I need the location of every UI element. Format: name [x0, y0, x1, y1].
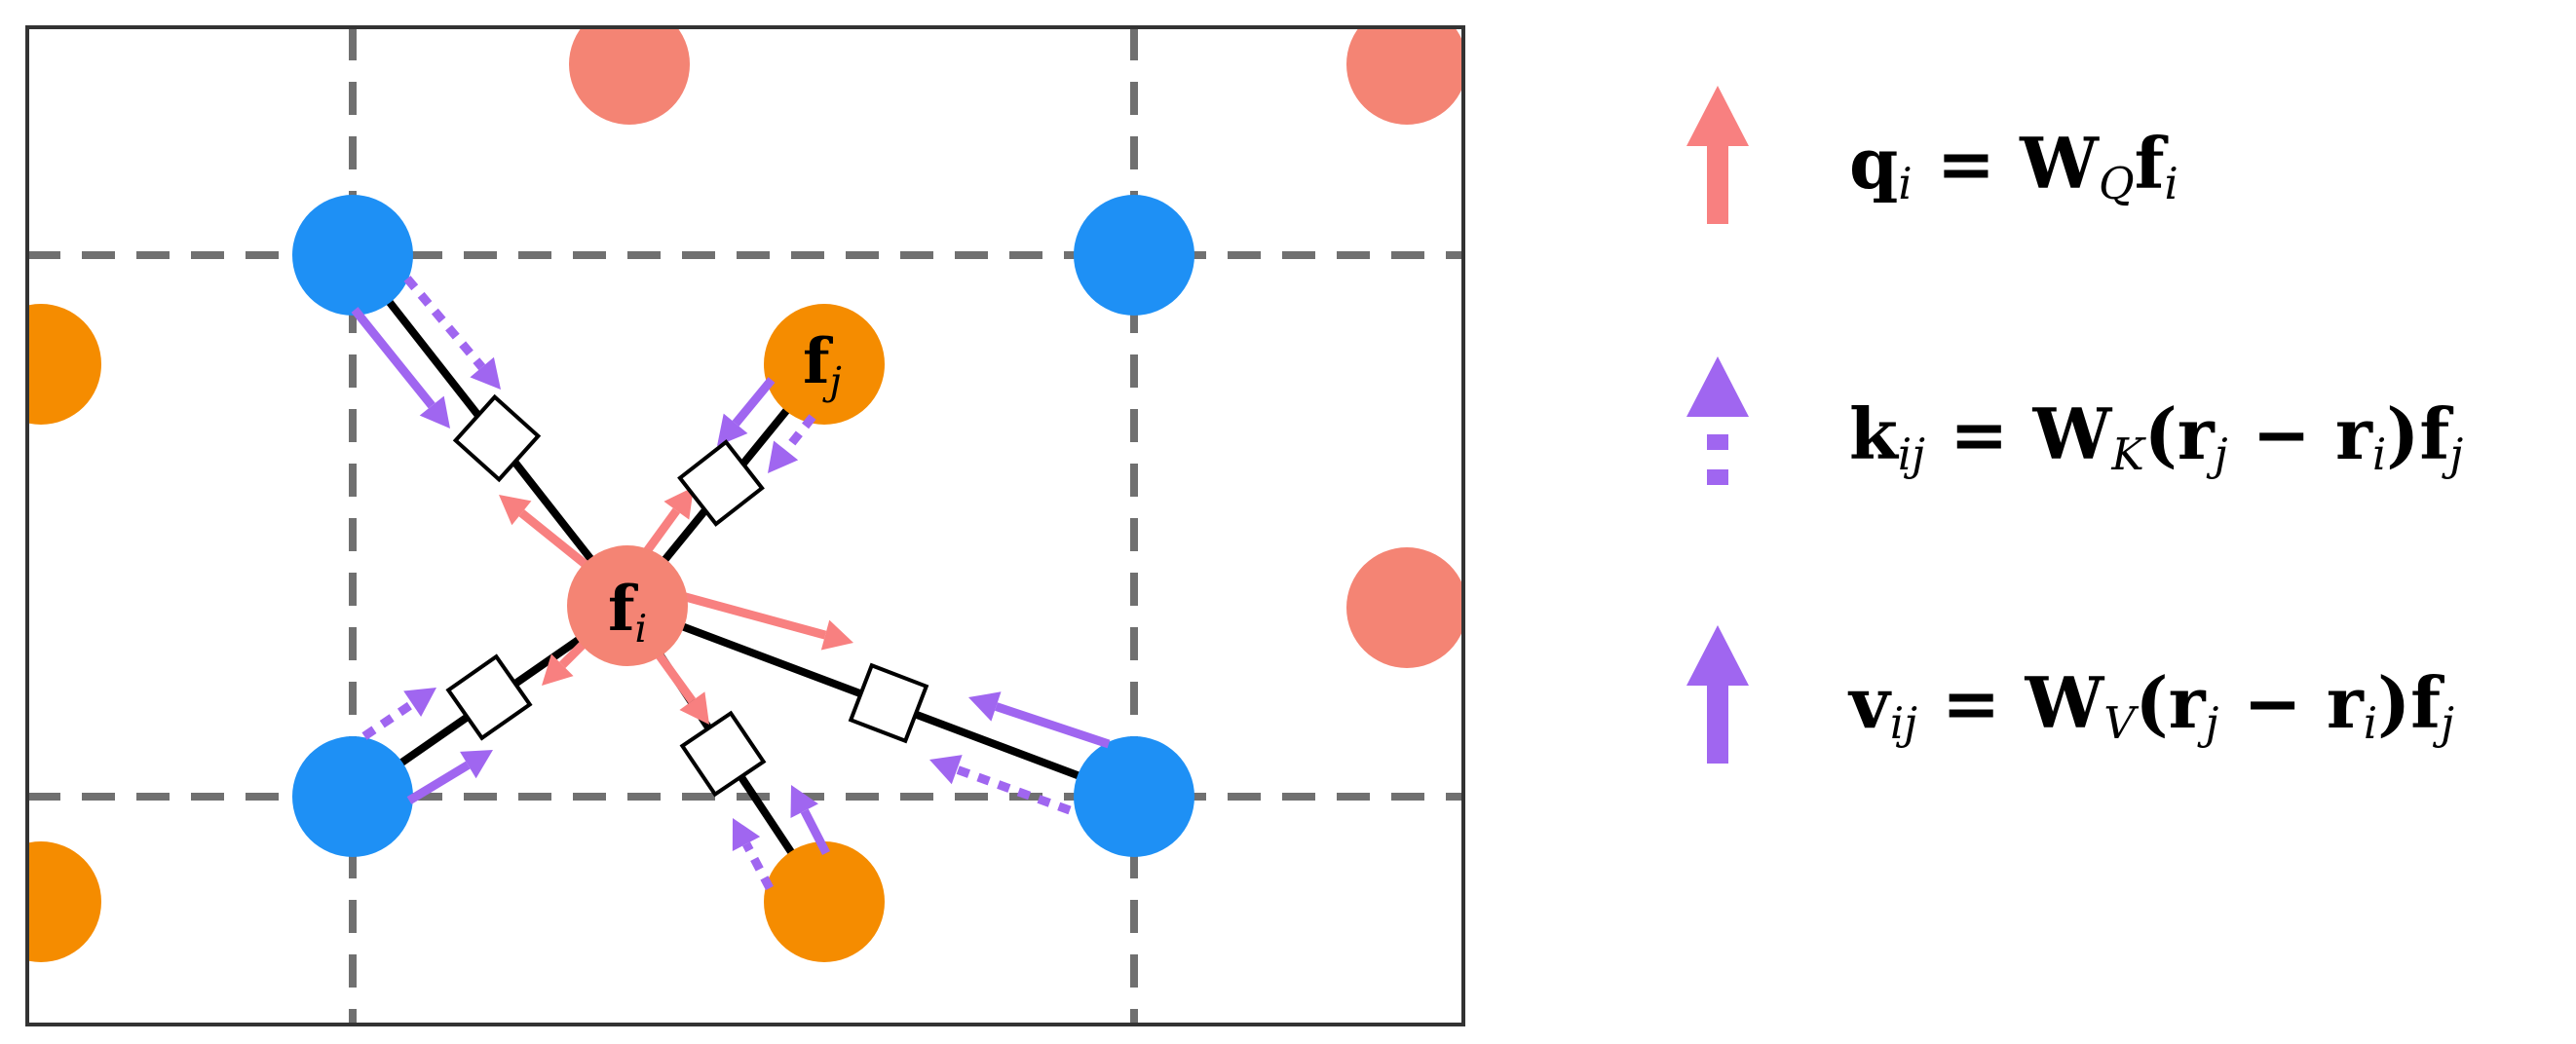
orange-atom-fj — [764, 304, 885, 425]
w-subscript: K — [2111, 429, 2144, 481]
k-subscript: ij — [1897, 429, 1925, 481]
value-arrow — [790, 785, 831, 856]
r-symbol: r — [2326, 661, 2364, 744]
bond-box — [445, 653, 533, 741]
value-arrow — [351, 307, 450, 429]
key-arrow — [768, 414, 816, 473]
salmon-atom — [1346, 547, 1463, 668]
arrow-layer — [351, 276, 1111, 891]
panel-border — [25, 25, 1465, 1026]
v-subscript: ij — [1889, 698, 1917, 750]
minus-sign: − — [2252, 392, 2311, 475]
key-arrow — [403, 276, 501, 390]
bond-box — [452, 393, 542, 483]
neighbor-node-base: f — [803, 325, 830, 398]
f-symbol: f — [2419, 392, 2450, 475]
w-symbol: W — [2032, 392, 2112, 475]
close-paren: ) — [2386, 392, 2420, 475]
blue-atom — [1074, 736, 1194, 857]
open-paren: ( — [2143, 392, 2178, 475]
f-symbol: f — [2134, 122, 2165, 205]
legend-query-arrow-icon — [1686, 86, 1749, 224]
legend-key-equation: kij = WK(rj − ri)fj — [1849, 399, 2463, 477]
query-arrow — [499, 495, 591, 571]
k-symbol: k — [1849, 392, 1898, 475]
key-arrow — [929, 755, 1072, 815]
bond-box — [848, 662, 929, 744]
lattice-panel — [27, 27, 1463, 1025]
f-subscript: j — [2449, 429, 2464, 481]
q-symbol: q — [1849, 122, 1899, 205]
orange-atom — [27, 841, 101, 962]
q-subscript: i — [1898, 159, 1913, 210]
legend-value-arrow-icon — [1686, 625, 1749, 764]
value-arrow — [968, 691, 1111, 749]
center-node-base: f — [608, 573, 635, 646]
neighbor-node-sub: j — [829, 358, 842, 404]
f-symbol: f — [2410, 661, 2442, 744]
equals-sign: = — [1936, 122, 1996, 205]
query-arrow — [680, 591, 853, 651]
r-subscript: i — [2371, 429, 2387, 481]
w-symbol: W — [2025, 661, 2104, 744]
r-symbol: r — [2335, 392, 2372, 475]
w-subscript: Q — [2098, 159, 2135, 210]
value-arrow — [717, 377, 776, 446]
query-arrow — [655, 652, 709, 725]
center-node-label: fi — [608, 578, 647, 650]
salmon-atom — [1346, 27, 1463, 125]
neighbor-node-label: fj — [803, 331, 842, 402]
equals-sign: = — [1950, 392, 2009, 475]
r-symbol: r — [2168, 661, 2206, 744]
salmon-atom — [569, 27, 690, 125]
r-subscript: j — [2214, 429, 2228, 481]
w-symbol: W — [2020, 122, 2099, 205]
center-atom-fi — [567, 545, 688, 666]
bond-box — [677, 439, 765, 527]
open-paren: ( — [2135, 661, 2169, 744]
bond-boxes — [445, 393, 929, 798]
legend-query-equation: qi = WQfi — [1849, 129, 2178, 206]
r-symbol: r — [2177, 392, 2215, 475]
center-node-sub: i — [634, 606, 648, 652]
r-subscript: j — [2205, 698, 2219, 750]
blue-atom — [292, 736, 413, 857]
blue-atom — [1074, 195, 1194, 316]
f-subscript: i — [2164, 159, 2178, 210]
orange-atom — [764, 841, 885, 962]
key-arrow — [732, 818, 774, 891]
key-arrow — [361, 688, 436, 740]
grid-lines — [27, 27, 1463, 1025]
equals-sign: = — [1942, 661, 2001, 744]
minus-sign: − — [2243, 661, 2302, 744]
v-symbol: v — [1849, 661, 1890, 744]
bond-box — [679, 710, 767, 798]
value-arrow — [406, 750, 493, 804]
orange-atom — [27, 304, 101, 425]
query-arrow — [643, 487, 694, 554]
f-subscript: j — [2441, 698, 2454, 750]
legend-key-arrow-icon — [1686, 356, 1749, 485]
legend-arrows — [1686, 86, 1749, 764]
close-paren: ) — [2377, 661, 2411, 744]
legend-value-equation: vij = WV(rj − ri)fj — [1849, 668, 2454, 746]
blue-atom — [292, 195, 413, 316]
r-subscript: i — [2363, 698, 2378, 750]
w-subscript: V — [2103, 698, 2136, 750]
